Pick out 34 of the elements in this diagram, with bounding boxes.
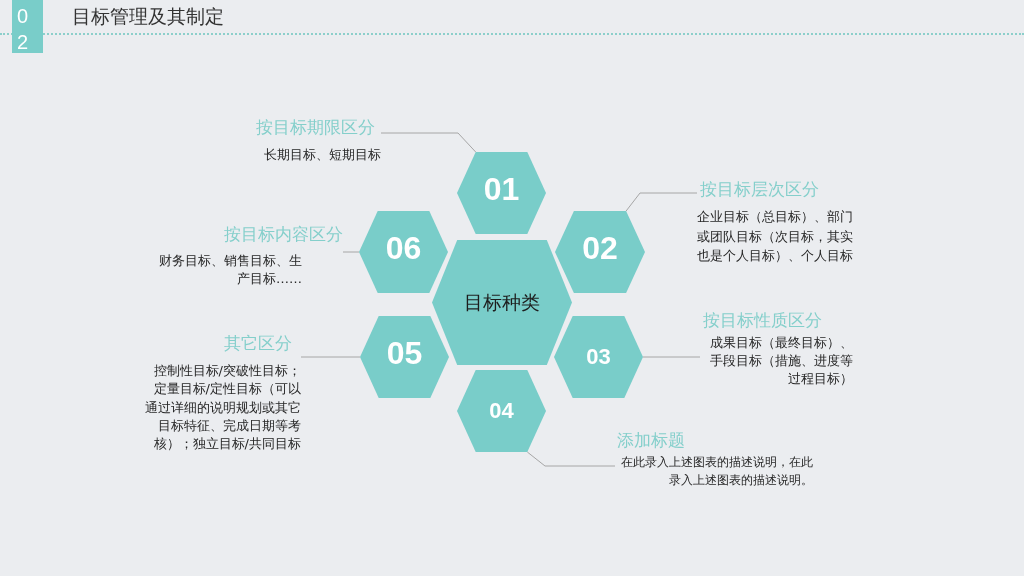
hub-hexagon: [432, 240, 572, 365]
hexagon: [360, 316, 449, 398]
leader-line: [642, 356, 701, 358]
category-heading: 其它区分: [224, 333, 292, 353]
hexagon: [457, 152, 546, 234]
hub-label: 目标种类: [464, 293, 540, 312]
category-heading: 按目标内容区分: [224, 224, 343, 244]
section-number: 02: [17, 4, 30, 55]
step-number: 03: [586, 346, 611, 368]
category-heading: 按目标期限区分: [256, 117, 375, 137]
hexagon: [359, 211, 448, 293]
step-number: 01: [483, 173, 520, 205]
category-description: 财务目标、销售目标、生产目标……: [158, 252, 302, 288]
category-heading: 按目标性质区分: [703, 310, 822, 330]
step-number: 05: [386, 337, 423, 369]
category-description: 控制性目标/突破性目标；定量目标/定性目标（可以通过详细的说明规划或其它目标特征、完成日期等考核）；独立目标/共同目标: [144, 362, 301, 454]
leader-line: [526, 451, 616, 467]
step-number: 04: [489, 400, 514, 422]
category-heading: 按目标层次区分: [700, 179, 819, 199]
category-description: 成果目标（最终目标）、手段目标（措施、进度等过程目标）: [709, 334, 853, 388]
category-heading: 添加标题: [617, 430, 685, 450]
leader-line: [625, 192, 698, 212]
page-title: 目标管理及其制定: [72, 5, 224, 27]
category-description: 在此录入上述图表的描述说明，在此录入上述图表的描述说明。: [620, 454, 813, 489]
step-number: 02: [582, 232, 618, 264]
hexagon: [555, 211, 645, 293]
leader-line: [380, 132, 477, 153]
hexagon: [457, 370, 546, 452]
step-number: 06: [385, 232, 422, 264]
category-description: 长期目标、短期目标: [263, 146, 381, 164]
hexagon: [554, 316, 643, 398]
category-description: 企业目标（总目标）、部门或团队目标（次目标，其实也是个人目标）、个人目标: [697, 208, 854, 265]
leader-line: [342, 251, 360, 253]
leader-line: [300, 356, 361, 358]
